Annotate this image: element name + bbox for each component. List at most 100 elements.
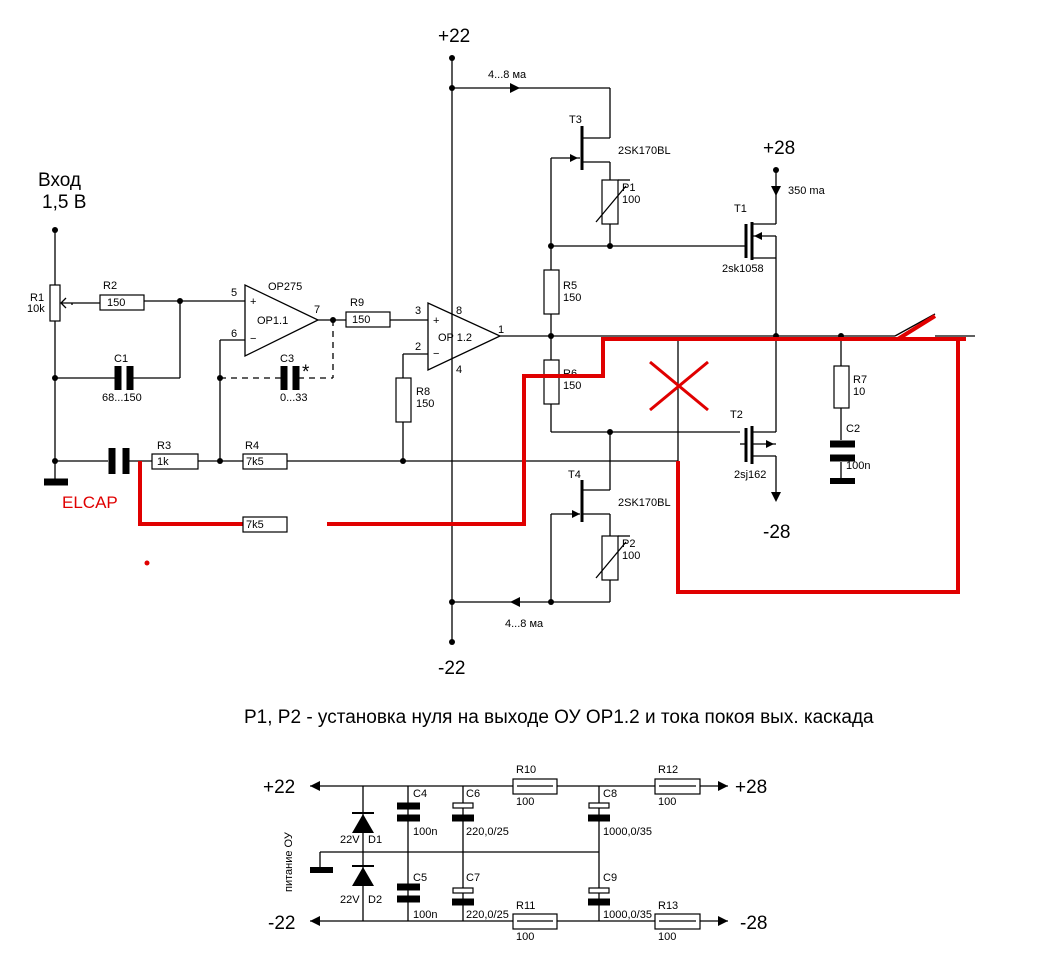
r1-value: 10k [27,303,45,315]
svg-text:+: + [250,296,256,308]
vplus22-label: +22 [438,26,470,47]
input-title: Вход [38,170,81,191]
svg-text:4: 4 [456,364,462,376]
svg-text:−: − [433,348,439,360]
svg-text:R13: R13 [658,900,678,912]
svg-text:100: 100 [516,796,534,808]
r8-resistor [395,377,412,423]
svg-text:+22: +22 [263,777,295,798]
supply-title: питание ОУ [283,831,295,892]
svg-text:1000,0/35: 1000,0/35 [603,826,652,838]
p2-trimmer [601,535,619,581]
svg-text:1: 1 [498,324,504,336]
svg-text:2sj162: 2sj162 [734,469,766,481]
r5-r6-bias: R5 150 R6 150 [543,269,740,435]
svg-text:2SK170BL: 2SK170BL [618,497,671,509]
svg-text:R4: R4 [245,440,259,452]
svg-text:−: − [250,333,256,345]
svg-text:R12: R12 [658,764,678,776]
svg-text:150: 150 [563,380,581,392]
op1-1-opamp: OP275 OP1.1 + − 5 6 7 C3 0...33 * 150 R9 [217,281,428,464]
supply-filter: +22 -22 +28 -28 питание ОУ 22V D1 22V D2… [263,764,767,943]
svg-text:C6: C6 [466,788,480,800]
svg-text:2SK170BL: 2SK170BL [618,145,671,157]
op1-2-opamp: OP 1.2 + − 3 2 8 4 1 R8 150 [395,301,778,461]
svg-text:-22: -22 [268,913,295,934]
r1-name: R1 [30,292,44,304]
c3-name: C3 [280,353,294,365]
r7-resistor [833,365,850,409]
d2-zener [352,867,374,886]
d1-zener [352,814,374,833]
svg-text:6: 6 [231,328,237,340]
svg-text:T3: T3 [569,114,582,126]
t4-p2-stage: T4 2SK170BL P2 100 [548,432,671,605]
r2-resistor [99,294,145,311]
svg-text:220,0/25: 220,0/25 [466,909,509,921]
supply-rails: +22 -22 4...8 ма 4...8 ма [438,26,610,679]
svg-text:100: 100 [658,796,676,808]
c1-value: 68...150 [102,392,142,404]
adjustment-note: P1, P2 - установка нуля на выходе ОУ OP1… [244,707,874,728]
svg-text:150: 150 [352,314,370,326]
svg-text:8: 8 [456,305,462,317]
svg-text:C9: C9 [603,872,617,884]
svg-text:+: + [433,315,439,327]
svg-text:7k5: 7k5 [246,456,264,468]
svg-text:100: 100 [622,194,640,206]
svg-text:22V: 22V [340,894,360,906]
svg-text:P2: P2 [622,538,635,550]
svg-text:T1: T1 [734,203,747,215]
svg-text:R8: R8 [416,386,430,398]
svg-text:1000,0/35: 1000,0/35 [603,909,652,921]
c1-name: C1 [114,353,128,365]
r1-potentiometer [49,284,61,322]
extra-resistor [242,516,288,533]
vminus22-label: -22 [438,658,465,679]
svg-text:150: 150 [416,398,434,410]
svg-text:100n: 100n [846,460,870,472]
output-stage: +28 350 ma T1 2sk1058 T2 2sj162 -28 [722,138,975,543]
r2-value: 150 [107,297,125,309]
t3-p1-stage: T3 2SK170BL P1 100 [548,88,740,270]
svg-text:C5: C5 [413,872,427,884]
r6-resistor [543,359,560,405]
current-bottom-label: 4...8 ма [505,618,544,630]
svg-text:10: 10 [853,386,865,398]
svg-text:T2: T2 [730,409,743,421]
svg-text:R11: R11 [516,900,535,912]
svg-text:100n: 100n [413,826,437,838]
feedback-network: 1k R3 7k5 R4 ELCAP [55,340,679,512]
svg-text:22V: 22V [340,834,360,846]
r2-name: R2 [103,280,117,292]
svg-text:7k5: 7k5 [246,519,264,531]
svg-text:100n: 100n [413,909,437,921]
op275-label: OP275 [268,281,302,293]
svg-text:350 ma: 350 ma [788,185,826,197]
svg-text:3: 3 [415,305,421,317]
svg-text:R5: R5 [563,280,577,292]
red-annotations: 7k5 [138,314,966,594]
svg-text:2sk1058: 2sk1058 [722,263,764,275]
c3-star: * [302,362,310,383]
input-level: 1,5 В [42,192,86,213]
svg-text:100: 100 [622,550,640,562]
svg-text:P1: P1 [622,182,635,194]
svg-text:C7: C7 [466,872,480,884]
op11-label: OP1.1 [257,315,288,327]
p1-trimmer [601,179,619,225]
svg-text:D2: D2 [368,894,382,906]
r5-resistor [543,269,560,315]
svg-text:C4: C4 [413,788,427,800]
svg-text:+28: +28 [735,777,767,798]
vplus28-label: +28 [763,138,795,159]
svg-text:C2: C2 [846,423,860,435]
svg-text:150: 150 [563,292,581,304]
svg-text:C8: C8 [603,788,617,800]
svg-text:R9: R9 [350,297,364,309]
c3-value: 0...33 [280,392,308,404]
svg-text:5: 5 [231,287,237,299]
input-section: Вход 1,5 В R1 10k 150 R2 C1 68...150 [27,170,245,486]
svg-text:R7: R7 [853,374,867,386]
